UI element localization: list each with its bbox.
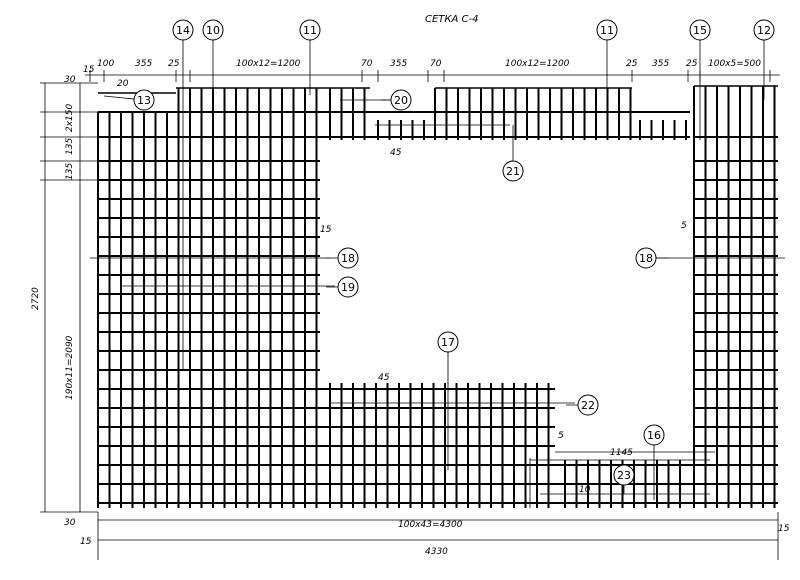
callout-bubble: 10 xyxy=(202,19,224,120)
top-dimensions: 15 100 355 25 100x12=1200 70 355 70 100x… xyxy=(83,59,761,75)
dim-top-355a: 355 xyxy=(135,59,152,69)
callout-bubble: 18 xyxy=(326,247,359,269)
dim-top-25c: 25 xyxy=(686,59,698,69)
dim-top-70a: 70 xyxy=(361,59,373,69)
dim-top-15: 15 xyxy=(83,65,95,75)
callout-number: 16 xyxy=(647,429,661,442)
dim-left-30bot: 30 xyxy=(64,518,76,528)
dim-inner-10: 10 xyxy=(579,485,591,495)
dim-bottom-total: 4330 xyxy=(425,547,448,557)
callout-bubble: 14 xyxy=(172,19,194,370)
dim-top-seg3: 100x5=500 xyxy=(708,59,761,69)
dim-left-total: 2720 xyxy=(31,287,41,310)
callout-number: 22 xyxy=(581,399,595,412)
dim-left-30top: 30 xyxy=(64,75,76,85)
dim-top-25b: 25 xyxy=(626,59,638,69)
callout-number: 17 xyxy=(441,336,455,349)
callout-number: 15 xyxy=(693,24,707,37)
left-dimensions: 30 20 2720 2x150 135 135 190x11=2090 30 xyxy=(31,75,129,528)
callout-bubble: 18 xyxy=(635,247,668,269)
drawing-title: СЕТКА С-4 xyxy=(425,14,478,25)
callout-bubble: 22 xyxy=(566,394,599,416)
dim-top-seg2: 100x12=1200 xyxy=(505,59,570,69)
dim-top-100: 100 xyxy=(97,59,114,69)
callout-bubble: 15 xyxy=(689,19,711,140)
callout-number: 18 xyxy=(341,252,355,265)
callout-bubble: 17 xyxy=(437,331,459,470)
callout-bubble: 11 xyxy=(596,19,618,95)
callout-bubble: 13 xyxy=(103,89,155,111)
dim-inner-5-right: 5 xyxy=(681,221,687,231)
dim-left-135b: 135 xyxy=(65,163,75,180)
callout-bubble: 12 xyxy=(753,19,775,100)
callout-number: 11 xyxy=(303,24,317,37)
dim-inner-45-mid: 45 xyxy=(378,373,390,383)
callout-number: 18 xyxy=(639,252,653,265)
callout-number: 20 xyxy=(394,94,408,107)
inner-dimensions: 45 15 5 45 5 1145 10 xyxy=(320,148,687,495)
callout-number: 19 xyxy=(341,281,355,294)
dim-top-25a: 25 xyxy=(168,59,180,69)
dim-top-355c: 355 xyxy=(652,59,669,69)
dim-left-135a: 135 xyxy=(65,138,75,155)
bottom-dimensions: 100x43=4300 4330 15 15 xyxy=(80,520,790,557)
dim-bottom-15-left: 15 xyxy=(80,537,92,547)
dimension-lines xyxy=(40,70,780,560)
callout-bubble: 19 xyxy=(326,276,359,298)
callout-number: 10 xyxy=(206,24,220,37)
callout-number: 11 xyxy=(600,24,614,37)
callout-bubble: 23 xyxy=(613,464,635,494)
dim-bottom-15-right: 15 xyxy=(778,524,790,534)
dim-bottom-seg: 100x43=4300 xyxy=(398,520,463,530)
callout-bubble: 16 xyxy=(643,424,665,500)
dim-left-2x150: 2x150 xyxy=(65,103,75,132)
dim-top-355b: 355 xyxy=(390,59,407,69)
dim-top-seg1: 100x12=1200 xyxy=(236,59,301,69)
callout-bubble: 20 xyxy=(381,89,412,111)
callout-number: 23 xyxy=(617,469,631,482)
callout-number: 12 xyxy=(757,24,771,37)
dim-inner-15: 15 xyxy=(320,225,332,235)
mesh-bars xyxy=(90,85,785,508)
dim-left-20: 20 xyxy=(117,79,129,89)
callout-number: 13 xyxy=(137,94,151,107)
dim-left-seg: 190x11=2090 xyxy=(65,335,75,400)
callout-bubble: 21 xyxy=(502,125,524,182)
dim-inner-5-mid: 5 xyxy=(558,431,564,441)
callout-number: 14 xyxy=(176,24,190,37)
callout-bubble: 11 xyxy=(299,19,321,95)
callout-number: 21 xyxy=(506,165,520,178)
dim-inner-1145: 1145 xyxy=(610,448,633,458)
callouts: 10 11 11 12 13 14 15 16 17 18 18 19 20 21 22 23 xyxy=(103,19,775,500)
dim-top-70b: 70 xyxy=(430,59,442,69)
dim-inner-45-top: 45 xyxy=(390,148,402,158)
